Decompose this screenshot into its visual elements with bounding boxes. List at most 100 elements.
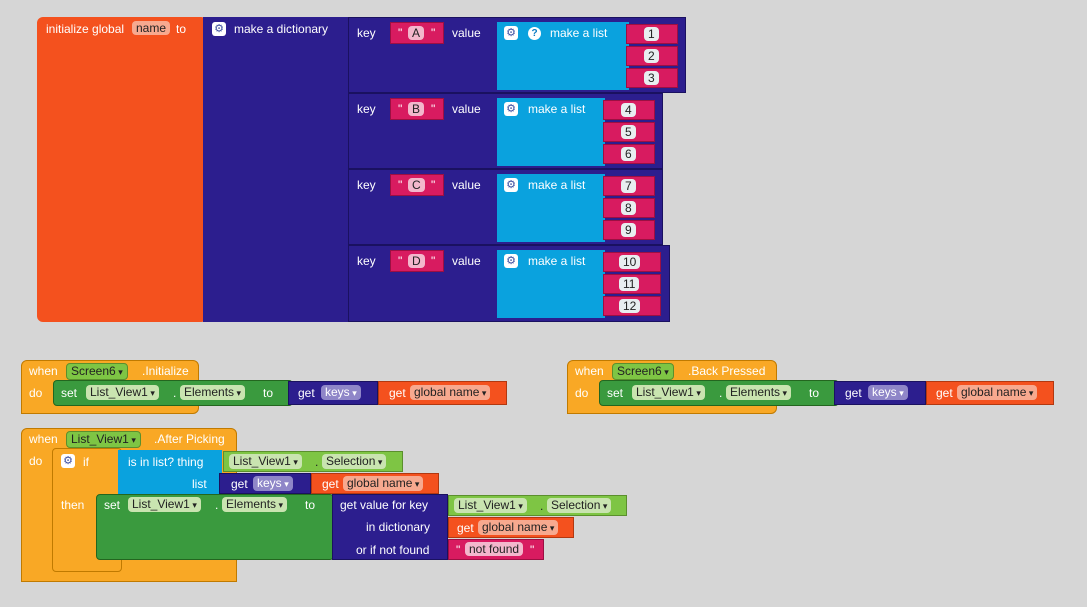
quote-open: " xyxy=(456,543,461,557)
list-item-field[interactable]: 11 xyxy=(619,277,640,291)
pair-value-label: value xyxy=(452,102,481,116)
key-c-field[interactable]: C xyxy=(408,178,425,192)
get-label: get xyxy=(298,386,315,400)
list-item-field[interactable]: 9 xyxy=(621,223,636,237)
list-mutator-gear-icon[interactable]: ⚙ xyxy=(504,26,518,40)
target-component-dropdown[interactable]: List_View1 xyxy=(632,385,705,400)
quote-open: " xyxy=(398,26,403,40)
list-item-field[interactable]: 6 xyxy=(621,147,636,161)
keys-dropdown[interactable]: keys xyxy=(868,385,908,400)
if-label: if xyxy=(83,455,89,469)
key-property-dropdown[interactable]: Selection xyxy=(547,498,612,513)
pair-value-label: value xyxy=(452,26,481,40)
event-name-label: .Initialize xyxy=(142,364,189,378)
list-item-field[interactable]: 8 xyxy=(621,201,636,215)
in-dictionary-label: in dictionary xyxy=(366,520,431,534)
when-label: when xyxy=(29,432,58,446)
property-dropdown[interactable]: Elements xyxy=(726,385,792,400)
event-name-label: .Back Pressed xyxy=(688,364,766,378)
get-label: get xyxy=(936,386,953,400)
list-item-field[interactable]: 1 xyxy=(644,27,659,41)
is-in-list-block[interactable] xyxy=(118,450,222,494)
list-label: list xyxy=(192,477,207,491)
get-label: get xyxy=(322,477,339,491)
dot-label: . xyxy=(315,455,319,469)
get-label: get xyxy=(389,386,406,400)
property-dropdown[interactable]: Elements xyxy=(180,385,246,400)
global-var-dropdown[interactable]: global name xyxy=(410,385,491,400)
make-list-label: make a list xyxy=(528,102,586,116)
key-a-field[interactable]: A xyxy=(408,26,425,40)
dot-label: . xyxy=(719,386,723,400)
dot-label: . xyxy=(173,386,177,400)
initialize-global-block[interactable] xyxy=(37,17,207,322)
list-item-field[interactable]: 7 xyxy=(621,179,636,193)
make-list-block-a[interactable] xyxy=(497,22,629,90)
list-item-field[interactable]: 4 xyxy=(621,103,636,117)
get-label: get xyxy=(231,477,248,491)
dict-var-dropdown[interactable]: global name xyxy=(478,520,559,535)
make-list-label: make a list xyxy=(528,254,586,268)
quote-close: " xyxy=(431,178,436,192)
is-in-list-label: is in list? thing xyxy=(128,455,204,469)
help-icon[interactable]: ? xyxy=(528,27,541,40)
do-label: do xyxy=(29,386,43,400)
pair-key-label: key xyxy=(357,102,376,116)
key-d-field[interactable]: D xyxy=(408,254,425,268)
dictionary-mutator-gear-icon[interactable]: ⚙ xyxy=(212,22,226,36)
global-var-dropdown[interactable]: global name xyxy=(343,476,424,491)
when-label: when xyxy=(29,364,58,378)
set-label: set xyxy=(607,386,624,400)
dot-label: . xyxy=(540,499,544,513)
list-item-field[interactable]: 2 xyxy=(644,49,659,63)
list-mutator-gear-icon[interactable]: ⚙ xyxy=(504,254,518,268)
component-dropdown[interactable]: Screen6 xyxy=(66,363,128,380)
target-component-dropdown[interactable]: List_View1 xyxy=(86,385,159,400)
make-list-label: make a list xyxy=(550,26,608,40)
quote-close: " xyxy=(431,102,436,116)
to-label: to xyxy=(263,386,274,400)
key-component-dropdown[interactable]: List_View1 xyxy=(454,498,527,513)
dot-label: . xyxy=(215,498,219,512)
key-b-field[interactable]: B xyxy=(408,102,425,116)
list-item-field[interactable]: 3 xyxy=(644,71,659,85)
quote-open: " xyxy=(398,178,403,192)
quote-close: " xyxy=(431,26,436,40)
make-list-label: make a list xyxy=(528,178,586,192)
list-item-field[interactable]: 12 xyxy=(619,299,641,313)
get-label: get xyxy=(845,386,862,400)
then-label: then xyxy=(61,498,85,512)
do-label: do xyxy=(29,454,43,468)
set-label: set xyxy=(61,386,78,400)
list-item-field[interactable]: 5 xyxy=(621,125,636,139)
global-var-name-field[interactable]: name xyxy=(132,21,171,35)
thing-property-dropdown[interactable]: Selection xyxy=(322,454,387,469)
pair-key-label: key xyxy=(357,26,376,40)
keys-dropdown[interactable]: keys xyxy=(253,476,293,491)
pair-key-label: key xyxy=(357,254,376,268)
thing-component-dropdown[interactable]: List_View1 xyxy=(229,454,302,469)
list-mutator-gear-icon[interactable]: ⚙ xyxy=(504,178,518,192)
if-mutator-gear-icon[interactable]: ⚙ xyxy=(61,454,75,468)
to-label: to xyxy=(809,386,820,400)
init-to-label: to xyxy=(176,22,187,36)
make-dictionary-block[interactable] xyxy=(203,17,349,322)
pair-value-label: value xyxy=(452,178,481,192)
list-item-field[interactable]: 10 xyxy=(619,255,641,269)
quote-close: " xyxy=(530,543,535,557)
global-var-dropdown[interactable]: global name xyxy=(957,385,1038,400)
to-label: to xyxy=(305,498,316,512)
quote-open: " xyxy=(398,254,403,268)
target-component-dropdown[interactable]: List_View1 xyxy=(128,497,201,512)
not-found-field[interactable]: not found xyxy=(465,542,524,556)
pair-key-label: key xyxy=(357,178,376,192)
component-dropdown[interactable]: List_View1 xyxy=(66,431,141,448)
property-dropdown[interactable]: Elements xyxy=(222,497,288,512)
component-dropdown[interactable]: Screen6 xyxy=(612,363,674,380)
do-label: do xyxy=(575,386,589,400)
get-value-for-key-label: get value for key xyxy=(340,498,429,512)
list-mutator-gear-icon[interactable]: ⚙ xyxy=(504,102,518,116)
set-label: set xyxy=(104,498,121,512)
get-value-for-key-block[interactable] xyxy=(332,494,448,560)
keys-dropdown[interactable]: keys xyxy=(321,385,361,400)
